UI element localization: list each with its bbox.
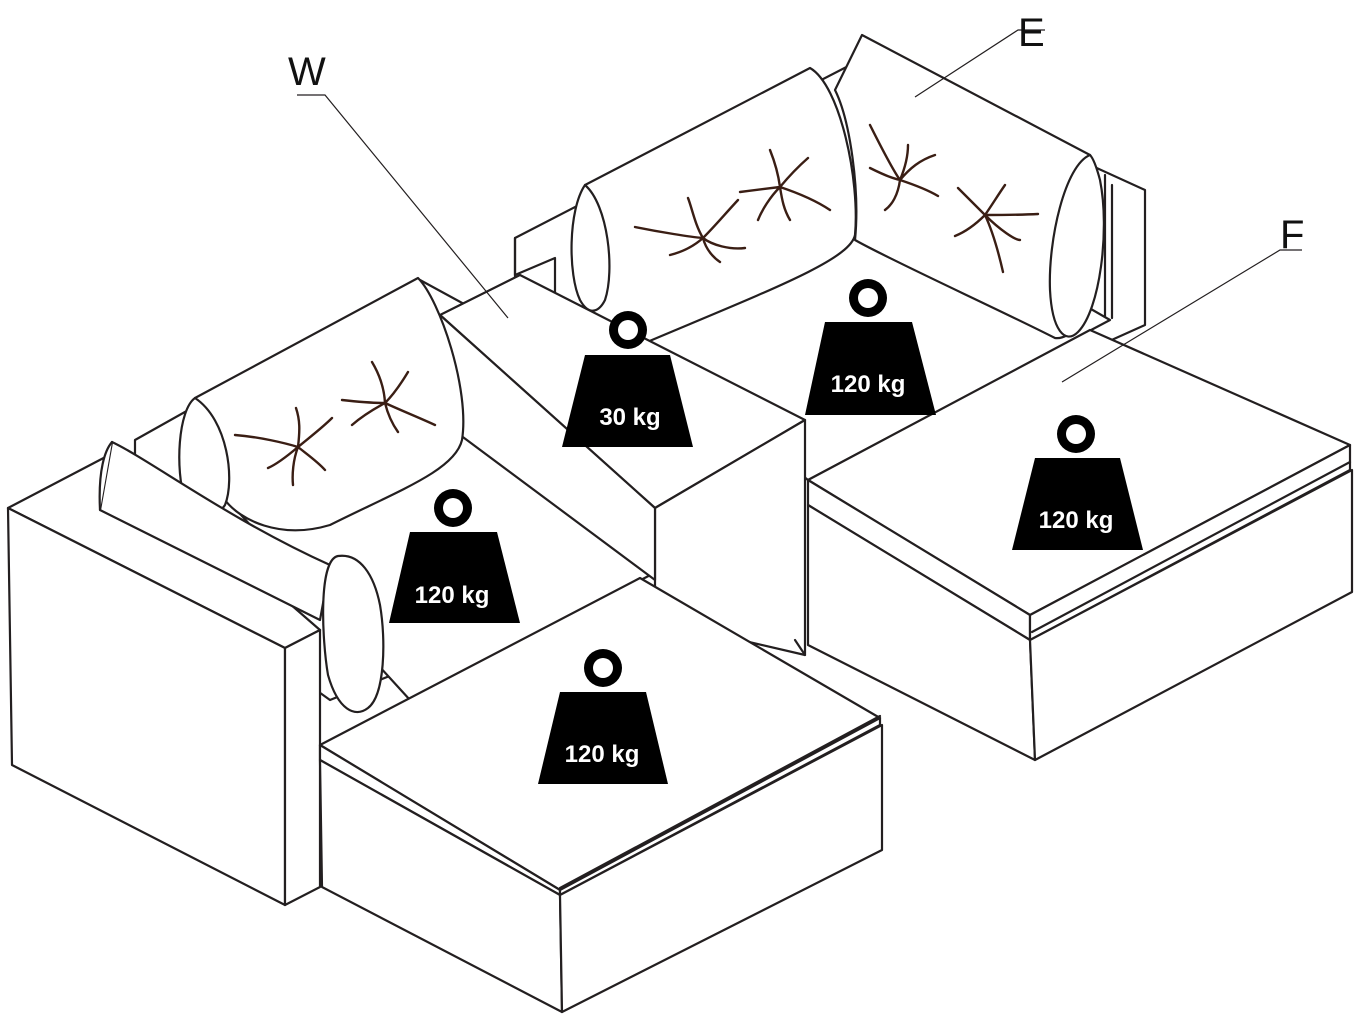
right-back-cushion-2 (833, 33, 1105, 340)
left-sofa (6, 273, 884, 1014)
weight-left-seat: 120 kg (389, 489, 520, 623)
label-e: E (1018, 11, 1045, 55)
weight-icon (805, 279, 936, 415)
left-cushion-tufts (233, 360, 437, 487)
weight-label-right-seat: 120 kg (831, 371, 906, 398)
label-f: F (1280, 213, 1304, 257)
leader-line-e (914, 29, 1045, 98)
weight-icon (389, 489, 520, 623)
left-armrest (6, 440, 385, 907)
weight-right-seat: 120 kg (805, 279, 936, 415)
weight-icon (562, 311, 693, 447)
weight-label-left-seat: 120 kg (415, 582, 490, 609)
left-back-cushion (178, 276, 465, 532)
label-e-group: E (914, 11, 1045, 98)
weight-icon (1012, 415, 1143, 550)
label-f-group: F (1061, 213, 1304, 383)
right-cushion-tufts (633, 123, 1040, 274)
weight-label-left-chaise: 120 kg (565, 741, 640, 768)
weight-label-right-chaise: 120 kg (1039, 507, 1114, 534)
label-w-group: W (288, 50, 509, 319)
weight-middle-block: 30 kg (562, 311, 693, 447)
right-chaise (806, 328, 1354, 762)
weight-icon (538, 649, 668, 784)
leader-line-w (297, 94, 509, 319)
weight-right-chaise: 120 kg (1012, 415, 1143, 550)
label-w: W (288, 50, 326, 94)
weight-left-chaise: 120 kg (538, 649, 668, 784)
weight-label-middle-block: 30 kg (599, 404, 660, 431)
leader-line-f (1061, 249, 1302, 383)
